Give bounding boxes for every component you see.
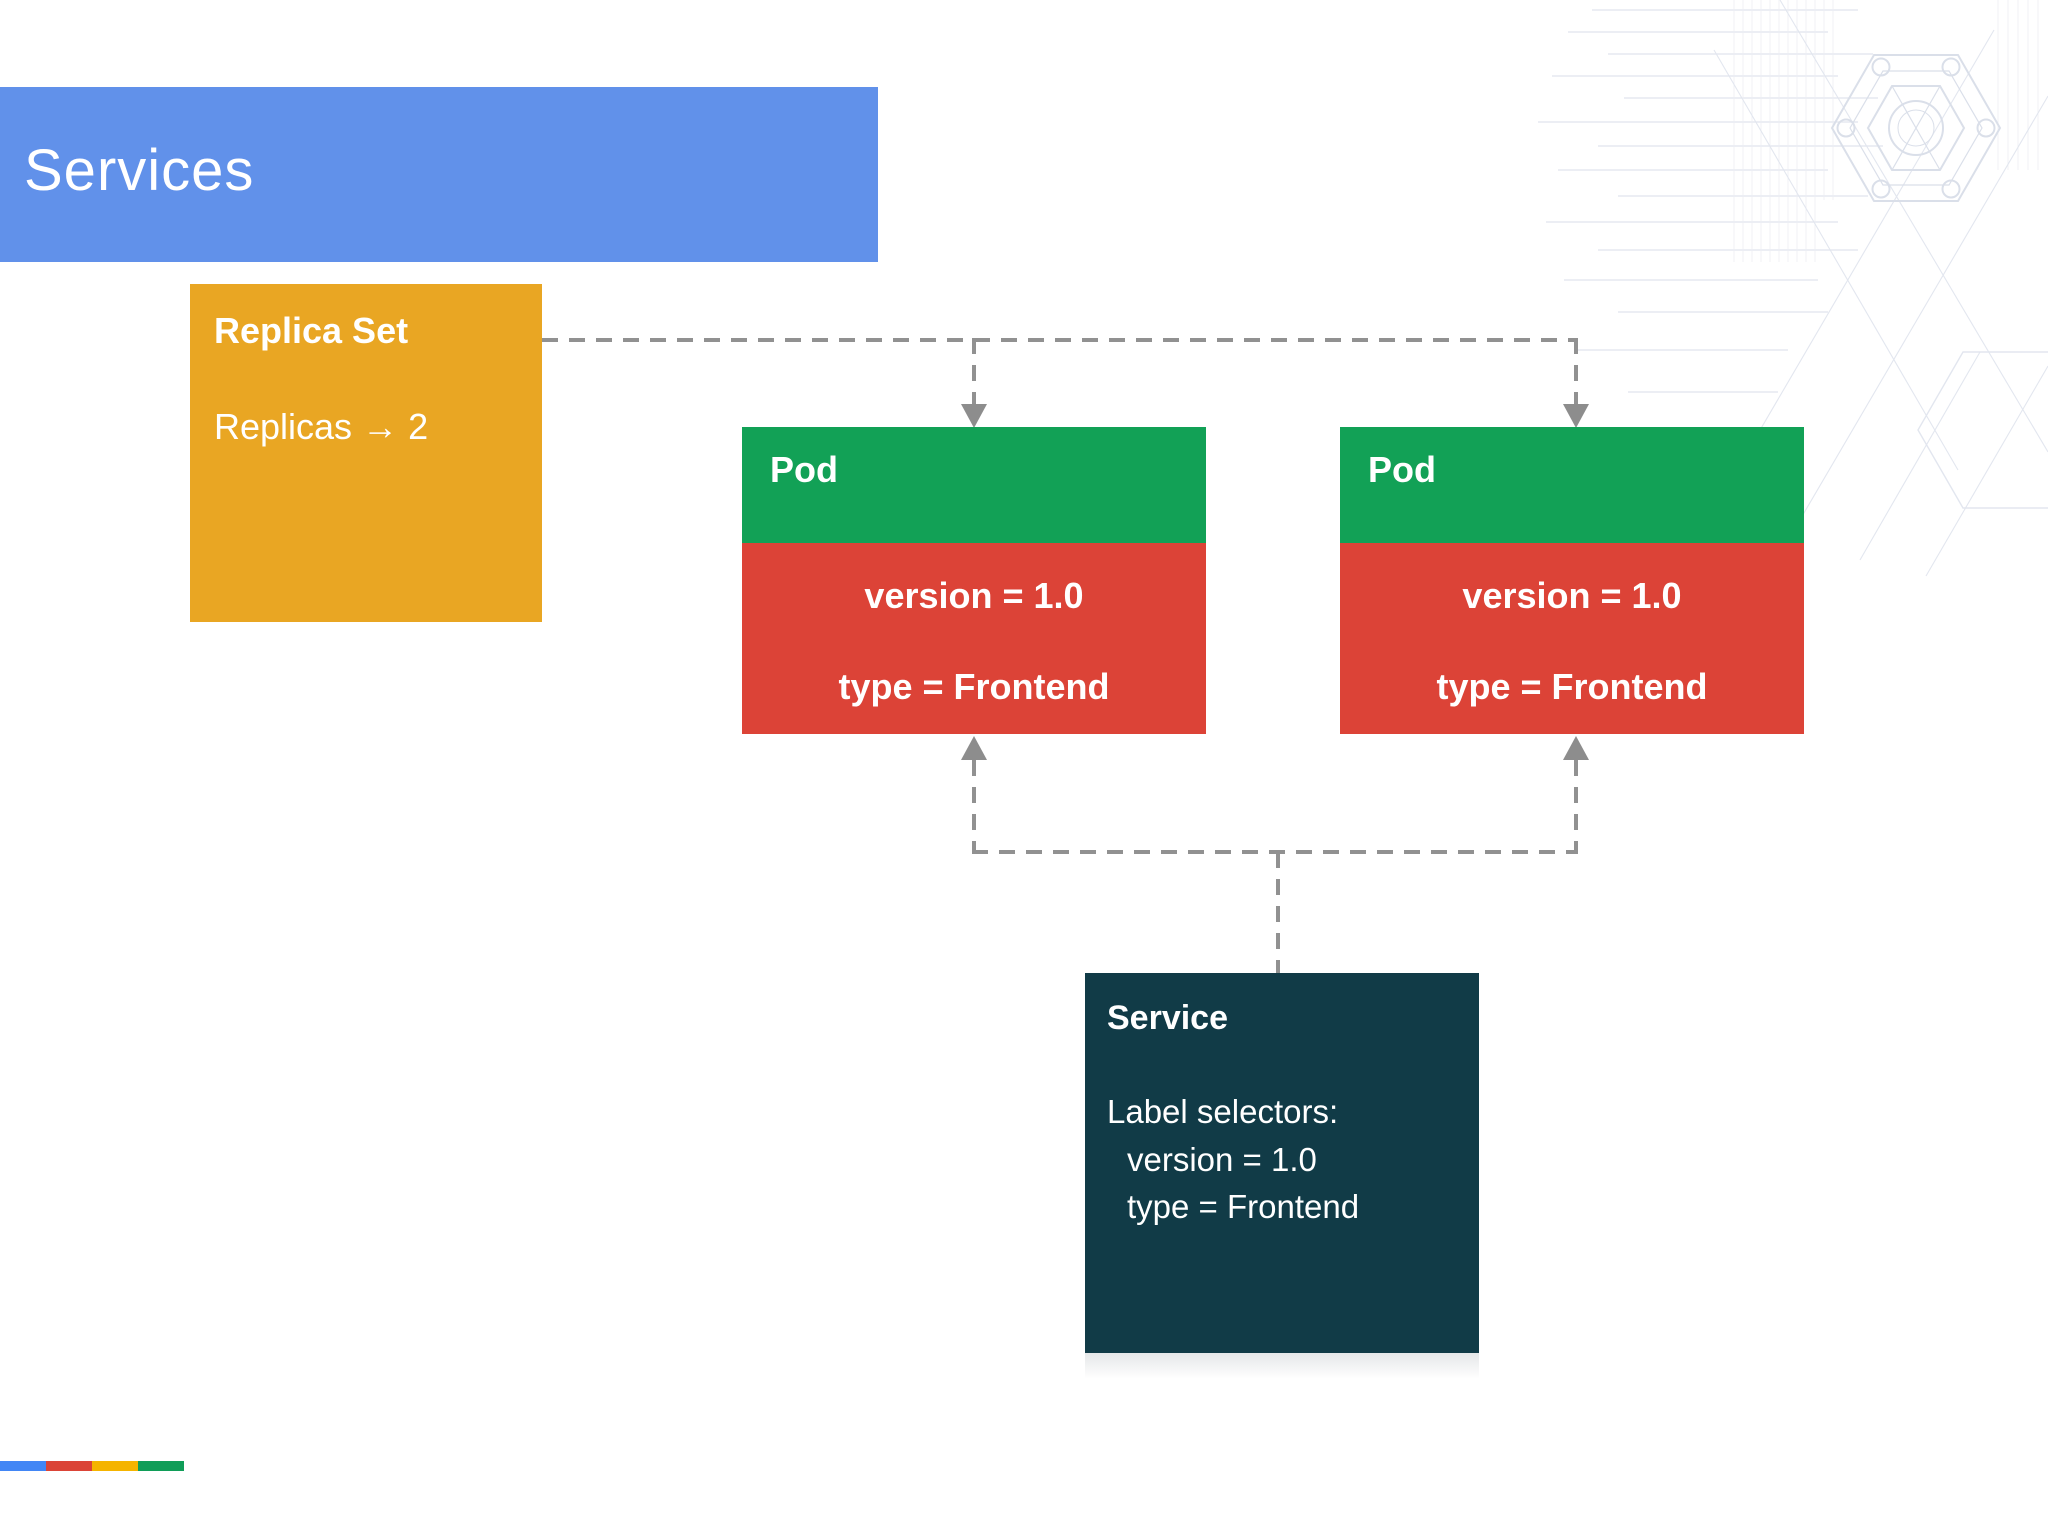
service-selector-version: version = 1.0 <box>1127 1141 1317 1178</box>
pod1-label-version: version = 1.0 <box>864 575 1084 616</box>
replica-set-replicas-label: Replicas → 2 <box>214 406 429 447</box>
title-banner: Services <box>0 87 878 262</box>
footer-stripe-yellow <box>92 1461 138 1471</box>
connector-drop-to-pod1 <box>972 338 976 408</box>
replica-set-box: Replica Set Replicas → 2 <box>190 284 542 622</box>
connector-drop-to-pod2 <box>1574 338 1578 408</box>
footer-stripe-blue <box>0 1461 46 1471</box>
footer-stripes <box>0 1461 184 1471</box>
arrowhead-up-pod1-icon <box>961 736 987 760</box>
arrowhead-up-pod2-icon <box>1563 736 1589 760</box>
service-selector-type: type = Frontend <box>1127 1188 1360 1225</box>
connector-service-vertical <box>1276 852 1280 973</box>
pod2-label-version: version = 1.0 <box>1462 575 1682 616</box>
connector-replicaset-to-pods-horizontal <box>542 338 1576 342</box>
connector-rise-from-pod2 <box>1574 760 1578 852</box>
pod2-header: Pod <box>1340 427 1804 543</box>
service-box: Service Label selectors: version = 1.0 t… <box>1085 973 1479 1353</box>
pod1-box: Pod version = 1.0 type = Frontend <box>742 427 1206 734</box>
arrowhead-down-pod1-icon <box>961 404 987 428</box>
pod2-box: Pod version = 1.0 type = Frontend <box>1340 427 1804 734</box>
pod1-title: Pod <box>770 449 838 490</box>
pod1-labels: version = 1.0 type = Frontend <box>742 543 1206 734</box>
footer-stripe-green <box>138 1461 184 1471</box>
pod2-labels: version = 1.0 type = Frontend <box>1340 543 1804 734</box>
pod2-label-type: type = Frontend <box>1436 666 1708 707</box>
pod1-label-type: type = Frontend <box>838 666 1110 707</box>
connector-rise-from-pod1 <box>972 760 976 852</box>
connector-service-to-pods-horizontal <box>972 850 1578 854</box>
service-title: Service <box>1107 999 1228 1037</box>
arrowhead-down-pod2-icon <box>1563 404 1589 428</box>
pod2-title: Pod <box>1368 449 1436 490</box>
service-box-shadow <box>1085 1353 1479 1379</box>
blueprint-hexagon-decoration-icon <box>1538 0 2048 577</box>
service-selector-heading: Label selectors: <box>1107 1093 1339 1130</box>
replica-set-title: Replica Set <box>214 310 409 351</box>
pod1-header: Pod <box>742 427 1206 543</box>
page-title: Services <box>24 138 255 203</box>
footer-stripe-red <box>46 1461 92 1471</box>
